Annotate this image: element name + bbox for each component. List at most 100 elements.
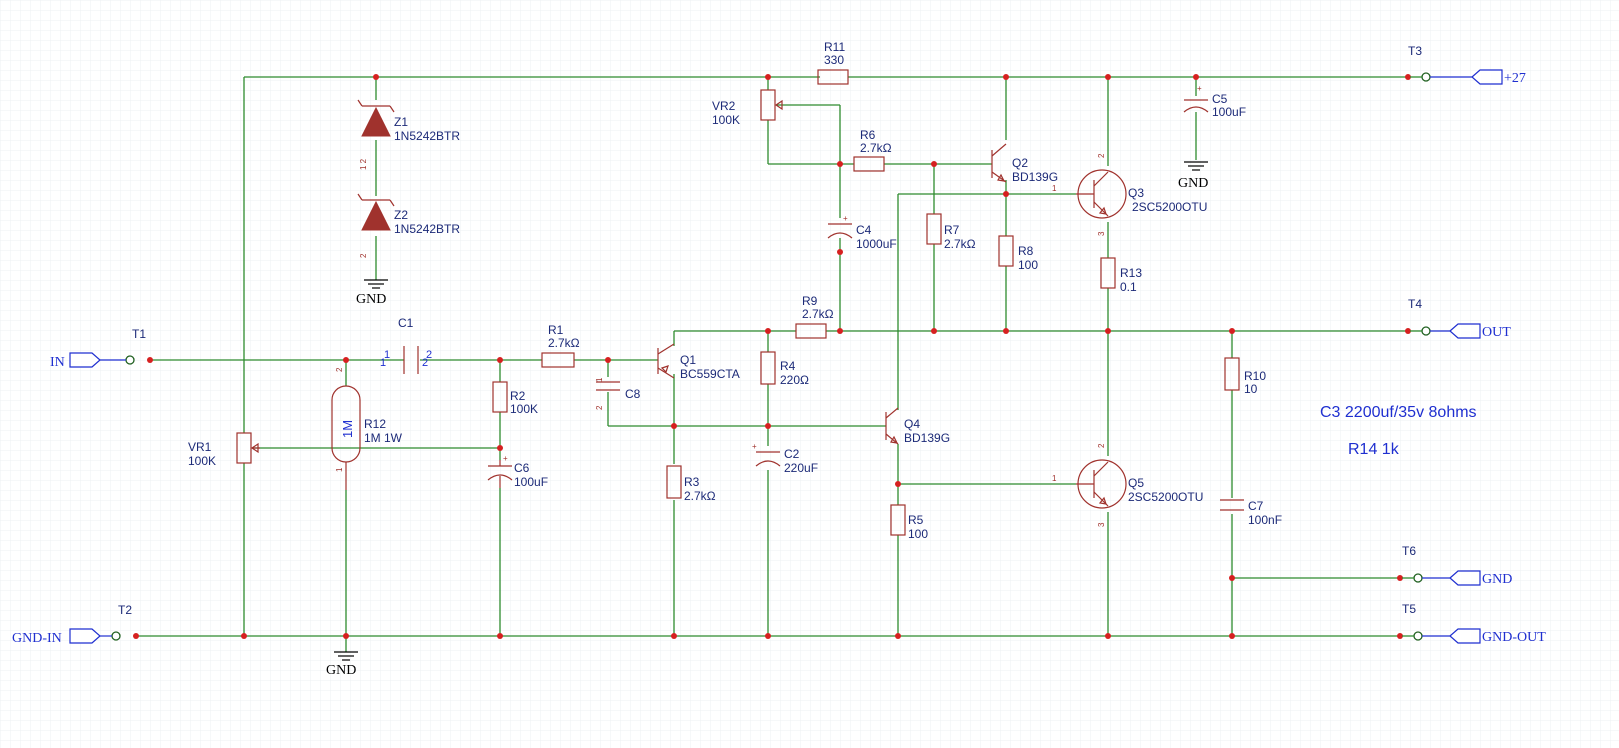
r13-ref: R13 [1120, 266, 1142, 280]
wires [136, 76, 1410, 652]
potentiometer-vr1: VR1 100K [188, 432, 260, 468]
resistor-r1: R1 2.7kΩ [541, 323, 580, 368]
q3-value: 2SC5200OTU [1132, 200, 1207, 214]
transistor-q4: Q4 BD139G [885, 407, 950, 445]
c4-value: 1000uF [856, 237, 897, 251]
r3-ref: R3 [684, 475, 700, 489]
c4-plus: + [843, 214, 848, 223]
port-gnd-in[interactable]: GND-IN [12, 628, 112, 646]
q3-ref: Q3 [1128, 186, 1144, 200]
c2-plus: + [752, 442, 757, 451]
z1-value: 1N5242BTR [394, 129, 460, 143]
resistor-r11: R11 330 [817, 40, 849, 85]
capacitor-c5: + C5 100uF [1183, 84, 1246, 119]
c5-plus: + [1197, 84, 1202, 93]
t4-label: T4 [1408, 297, 1422, 311]
transistor-q3: 1 2 3 Q3 2SC5200OTU [1052, 153, 1207, 236]
capacitor-c6: + C6 100uF [487, 454, 548, 489]
note-c3: C3 2200uf/35v 8ohms [1320, 404, 1477, 421]
c8-pin2: 2 [595, 405, 604, 410]
q4-ref: Q4 [904, 417, 920, 431]
r2-ref: R2 [510, 389, 526, 403]
resistor-r10: R10 10 [1224, 357, 1266, 396]
r11-value: 330 [824, 53, 844, 67]
terminal-t6: T6 [1402, 544, 1423, 583]
port-gnd-in-label: GND-IN [12, 631, 62, 646]
gnd-label-bottom: GND [326, 663, 356, 678]
vr2-value: 100K [712, 113, 740, 127]
q5-ref: Q5 [1128, 476, 1144, 490]
q5-value: 2SC5200OTU [1128, 490, 1203, 504]
q3-pin3: 3 [1097, 231, 1106, 236]
port-plus27[interactable]: +27 [1430, 69, 1526, 86]
r12-pin1: 1 [335, 467, 344, 472]
r12-ref: R12 [364, 417, 386, 431]
q2-ref: Q2 [1012, 156, 1028, 170]
r6-ref: R6 [860, 128, 876, 142]
r11-ref: R11 [824, 40, 845, 54]
vr2-ref: VR2 [712, 99, 736, 113]
c6-plus: + [503, 454, 508, 463]
c1-pin1a: 1 [384, 349, 390, 361]
transistor-q5: 1 2 3 Q5 2SC5200OTU [1052, 443, 1203, 527]
q5-pin2: 2 [1097, 443, 1106, 448]
terminal-t1: T1 [125, 327, 146, 365]
t2-label: T2 [118, 603, 132, 617]
ground-symbol-z2: GND [356, 279, 388, 307]
z1-ref: Z1 [394, 115, 408, 129]
c6-value: 100uF [514, 475, 548, 489]
t6-label: T6 [1402, 544, 1416, 558]
resistor-r12: 1M 2 1 R12 1M 1W [331, 367, 403, 490]
terminal-t3: T3 [1408, 44, 1431, 82]
q1-ref: Q1 [680, 353, 696, 367]
q5-pin3: 3 [1097, 522, 1106, 527]
q3-pin1: 1 [1052, 184, 1057, 193]
c1-pin2b: 2 [422, 357, 428, 369]
resistor-r9: R9 2.7kΩ [795, 294, 834, 339]
r7-ref: R7 [944, 223, 960, 237]
resistor-r13: R13 0.1 [1100, 257, 1142, 294]
capacitor-c7: C7 100nF [1220, 499, 1282, 527]
resistor-r3: R3 2.7kΩ [666, 465, 716, 503]
port-in[interactable]: IN [50, 352, 126, 370]
c5-value: 100uF [1212, 105, 1246, 119]
c2-ref: C2 [784, 447, 800, 461]
r4-value: 220Ω [780, 373, 809, 387]
port-gnd-out[interactable]: GND-OUT [1422, 628, 1546, 645]
c7-ref: C7 [1248, 499, 1264, 513]
zener-z1: Z1 1N5242BTR 1 2 [357, 99, 460, 170]
r9-ref: R9 [802, 294, 818, 308]
gnd-label-z2: GND [356, 292, 386, 307]
resistor-r6: R6 2.7kΩ [853, 128, 892, 172]
q5-pin1: 1 [1052, 474, 1057, 483]
zener-z2: Z2 1N5242BTR 2 [357, 193, 460, 258]
vr1-ref: VR1 [188, 440, 212, 454]
vr1-value: 100K [188, 454, 216, 468]
r13-value: 0.1 [1120, 280, 1137, 294]
z2-ref: Z2 [394, 208, 408, 222]
z-pins: 1 2 [359, 158, 368, 170]
resistor-r4: R4 220Ω [760, 351, 809, 387]
capacitor-c1: C1 1 1 2 2 [380, 316, 432, 374]
r12-body: 1M [340, 420, 355, 438]
port-in-label: IN [50, 355, 65, 370]
r10-value: 10 [1244, 382, 1258, 396]
r10-ref: R10 [1244, 369, 1266, 383]
r7-value: 2.7kΩ [944, 237, 976, 251]
port-gnd[interactable]: GND [1422, 570, 1512, 587]
port-gnd-out-label: GND-OUT [1482, 630, 1546, 645]
c1-pin1b: 1 [380, 357, 386, 369]
port-gnd-label: GND [1482, 572, 1512, 587]
c1-ref: C1 [398, 316, 414, 330]
gnd-label-c5: GND [1178, 176, 1208, 191]
port-out[interactable]: OUT [1430, 323, 1511, 340]
c1-pin2a: 2 [426, 349, 432, 361]
z2-value: 1N5242BTR [394, 222, 460, 236]
c2-value: 220uF [784, 461, 818, 475]
resistor-r8: R8 100 [998, 235, 1038, 272]
c8-ref: C8 [625, 387, 641, 401]
q2-value: BD139G [1012, 170, 1058, 184]
